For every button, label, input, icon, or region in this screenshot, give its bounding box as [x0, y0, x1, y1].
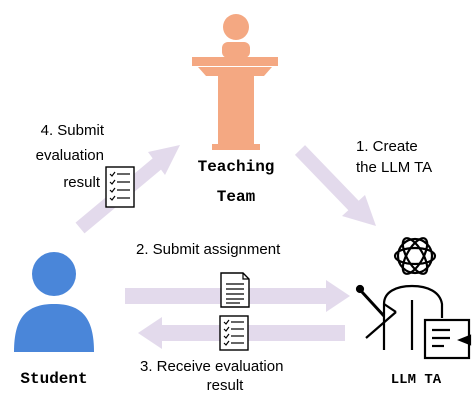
openai-logo-icon: [393, 237, 437, 275]
llm-ta-label: LLM TA: [391, 372, 442, 388]
step1-line2: the LLM TA: [356, 159, 432, 176]
arrow-create-llm-ta: [294, 145, 376, 226]
arrow-receive-evaluation: [138, 317, 345, 349]
person-icon: [14, 252, 94, 352]
step2-label: 2. Submit assignment: [136, 241, 281, 258]
step3-line2: result: [207, 377, 245, 394]
llm-ta-icon: [355, 237, 472, 360]
step4-line3: result: [63, 174, 101, 191]
step1-line1: 1. Create: [356, 138, 418, 155]
step4-line2: evaluation: [36, 147, 104, 164]
step4-line1: 4. Submit: [41, 122, 105, 139]
teaching-team-label-line2: Team: [217, 188, 256, 206]
student-label: Student: [20, 370, 87, 388]
document-icon: [220, 272, 250, 308]
step3-line1: 3. Receive evaluation: [140, 358, 283, 375]
checklist-icon: [105, 166, 135, 208]
podium-speaker-icon: [192, 14, 278, 150]
checklist-icon: [219, 315, 249, 351]
teaching-team-label-line1: Teaching: [198, 158, 275, 176]
